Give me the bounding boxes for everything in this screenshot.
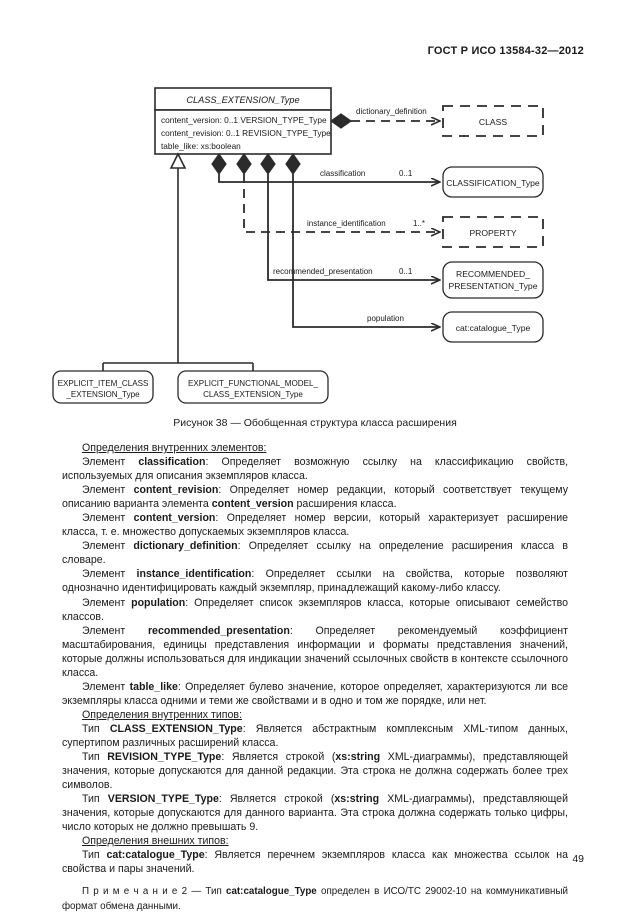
edge-population: population <box>285 152 440 327</box>
term-classification: classification <box>138 456 206 469</box>
subclass-box-explicit-functional-model-class-extension-type: EXPLICIT_FUNCTIONAL_MODEL_ CLASS_EXTENSI… <box>177 370 329 404</box>
paragraph-dictionary-definition: Элемент dictionary_definition: Определяе… <box>62 540 568 567</box>
paragraph-catalogue-type: Тип cat:catalogue_Type: Является перечне… <box>62 849 568 876</box>
paragraph-content-revision: Элемент content_revision: Определяет ном… <box>62 484 568 511</box>
edge-dictionary-definition: dictionary_definition <box>329 107 440 129</box>
term-class-extension-type: CLASS_EXTENSION_Type <box>109 722 243 735</box>
related-box-property-label: PROPERTY <box>469 228 516 238</box>
edge-multiplicity-recommended-presentation: 0..1 <box>399 267 413 276</box>
edge-label-dictionary-definition: dictionary_definition <box>356 107 427 116</box>
heading-internal-types-text: Определения внутренних типов: <box>82 708 243 721</box>
term-table-like: table_like <box>129 680 178 693</box>
edge-multiplicity-instance-identification: 1..* <box>413 219 425 228</box>
page-number: 49 <box>572 853 584 865</box>
term-content-version: content_version <box>133 512 216 525</box>
paragraph-class-extension-type: Тип CLASS_EXTENSION_Type: Является абстр… <box>62 722 568 749</box>
related-box-classification-type: CLASSIFICATION_Type <box>442 166 544 198</box>
heading-external-types-text: Определения внешних типов: <box>82 835 229 848</box>
related-box-recommended-presentation-type-line2: PRESENTATION_Type <box>449 281 538 291</box>
note-2: П р и м е ч а н и е 2 — Тип cat:catalogu… <box>62 886 568 912</box>
edge-recommended-presentation: recommended_presentation 0..1 <box>260 152 440 280</box>
paragraph-version-type-type: Тип VERSION_TYPE_Type: Является строкой … <box>62 793 568 834</box>
figure-38-uml-diagram: CLASS_EXTENSION_Type content_version: 0.… <box>0 78 630 418</box>
edge-label-classification: classification <box>320 169 365 178</box>
class-box-title: CLASS_EXTENSION_Type <box>186 95 299 105</box>
subclass-explicit-item-line1: EXPLICIT_ITEM_CLASS <box>58 379 149 388</box>
paragraph-recommended-presentation: Элемент recommended_presentation: Опреде… <box>62 624 568 679</box>
related-box-class-label: CLASS <box>479 117 507 127</box>
term-content-revision: content_revision <box>133 484 219 497</box>
heading-internal-elements-text: Определения внутренних элементов: <box>82 442 267 454</box>
paragraph-instance-identification: Элемент instance_identification: Определ… <box>62 568 569 595</box>
class-attribute-table-like: table_like: xs:boolean <box>161 141 241 151</box>
related-box-recommended-presentation-type-line1: RECOMMENDED_ <box>456 269 530 279</box>
generalization-connector <box>102 152 254 371</box>
subclass-explicit-functional-line2: CLASS_EXTENSION_Type <box>203 390 303 399</box>
term-catalogue-type-note: cat:catalogue_Type <box>226 886 317 898</box>
edge-multiplicity-classification: 0..1 <box>399 169 413 178</box>
term-revision-type-type: REVISION_TYPE_Type <box>107 751 222 764</box>
edge-label-population: population <box>367 314 404 323</box>
related-box-catalogue-type-label: cat:catalogue_Type <box>456 323 531 333</box>
term-xs-string-revision: xs:string <box>335 751 381 764</box>
edge-instance-identification: instance_identification 1..* <box>236 152 440 232</box>
term-dictionary-definition: dictionary_definition <box>133 540 238 553</box>
edge-classification: classification 0..1 <box>211 152 440 182</box>
edge-label-instance-identification: instance_identification <box>307 219 386 228</box>
term-content-version-ref: content_version <box>211 498 294 511</box>
heading-internal-types: Определения внутренних типов: <box>62 708 568 722</box>
term-population: population <box>131 596 186 609</box>
edge-label-recommended-presentation: recommended_presentation <box>273 267 373 276</box>
paragraph-revision-type-type: Тип REVISION_TYPE_Type: Является строкой… <box>62 751 569 792</box>
heading-internal-elements: Определения внутренних элементов: <box>62 441 568 455</box>
term-recommended-presentation: recommended_presentation <box>147 624 290 637</box>
class-box-class-extension-type: CLASS_EXTENSION_Type content_version: 0.… <box>154 87 332 155</box>
class-attribute-content-revision: content_revision: 0..1 REVISION_TYPE_Typ… <box>161 128 331 138</box>
page-header-standard-number: ГОСТ Р ИСО 13584-32—2012 <box>427 45 584 57</box>
term-catalogue-type: cat:catalogue_Type <box>106 849 205 862</box>
related-box-recommended-presentation-type: RECOMMENDED_ PRESENTATION_Type <box>442 261 544 299</box>
paragraph-table-like: Элемент table_like: Определяет булево зн… <box>62 680 569 707</box>
term-version-type-type: VERSION_TYPE_Type <box>107 793 219 806</box>
class-attribute-content-version: content_version: 0..1 VERSION_TYPE_Type <box>161 115 327 125</box>
term-xs-string-version: xs:string <box>334 793 380 806</box>
figure-caption: Рисунок 38 — Обобщенная структура класса… <box>173 417 457 429</box>
subclass-explicit-functional-line1: EXPLICIT_FUNCTIONAL_MODEL_ <box>188 379 318 388</box>
paragraph-classification: Элемент classification: Определяет возмо… <box>62 456 569 483</box>
related-box-property: PROPERTY <box>442 216 544 248</box>
subclass-explicit-item-line2: _EXTENSION_Type <box>65 390 140 399</box>
related-box-classification-type-label: CLASSIFICATION_Type <box>446 178 540 188</box>
subclass-box-explicit-item-class-extension-type: EXPLICIT_ITEM_CLASS _EXTENSION_Type <box>52 370 154 404</box>
related-box-catalogue-type: cat:catalogue_Type <box>442 311 544 343</box>
paragraph-content-version: Элемент content_version: Определяет номе… <box>62 512 568 539</box>
note-2-label: П р и м е ч а н и е 2 <box>82 886 188 898</box>
body-text: Определения внутренних элементов: Элемен… <box>62 441 568 914</box>
heading-external-types: Определения внешних типов: <box>62 834 568 848</box>
paragraph-population: Элемент population: Определяет список эк… <box>62 596 568 623</box>
term-instance-identification: instance_identification <box>136 568 252 581</box>
related-box-class: CLASS <box>442 105 544 137</box>
